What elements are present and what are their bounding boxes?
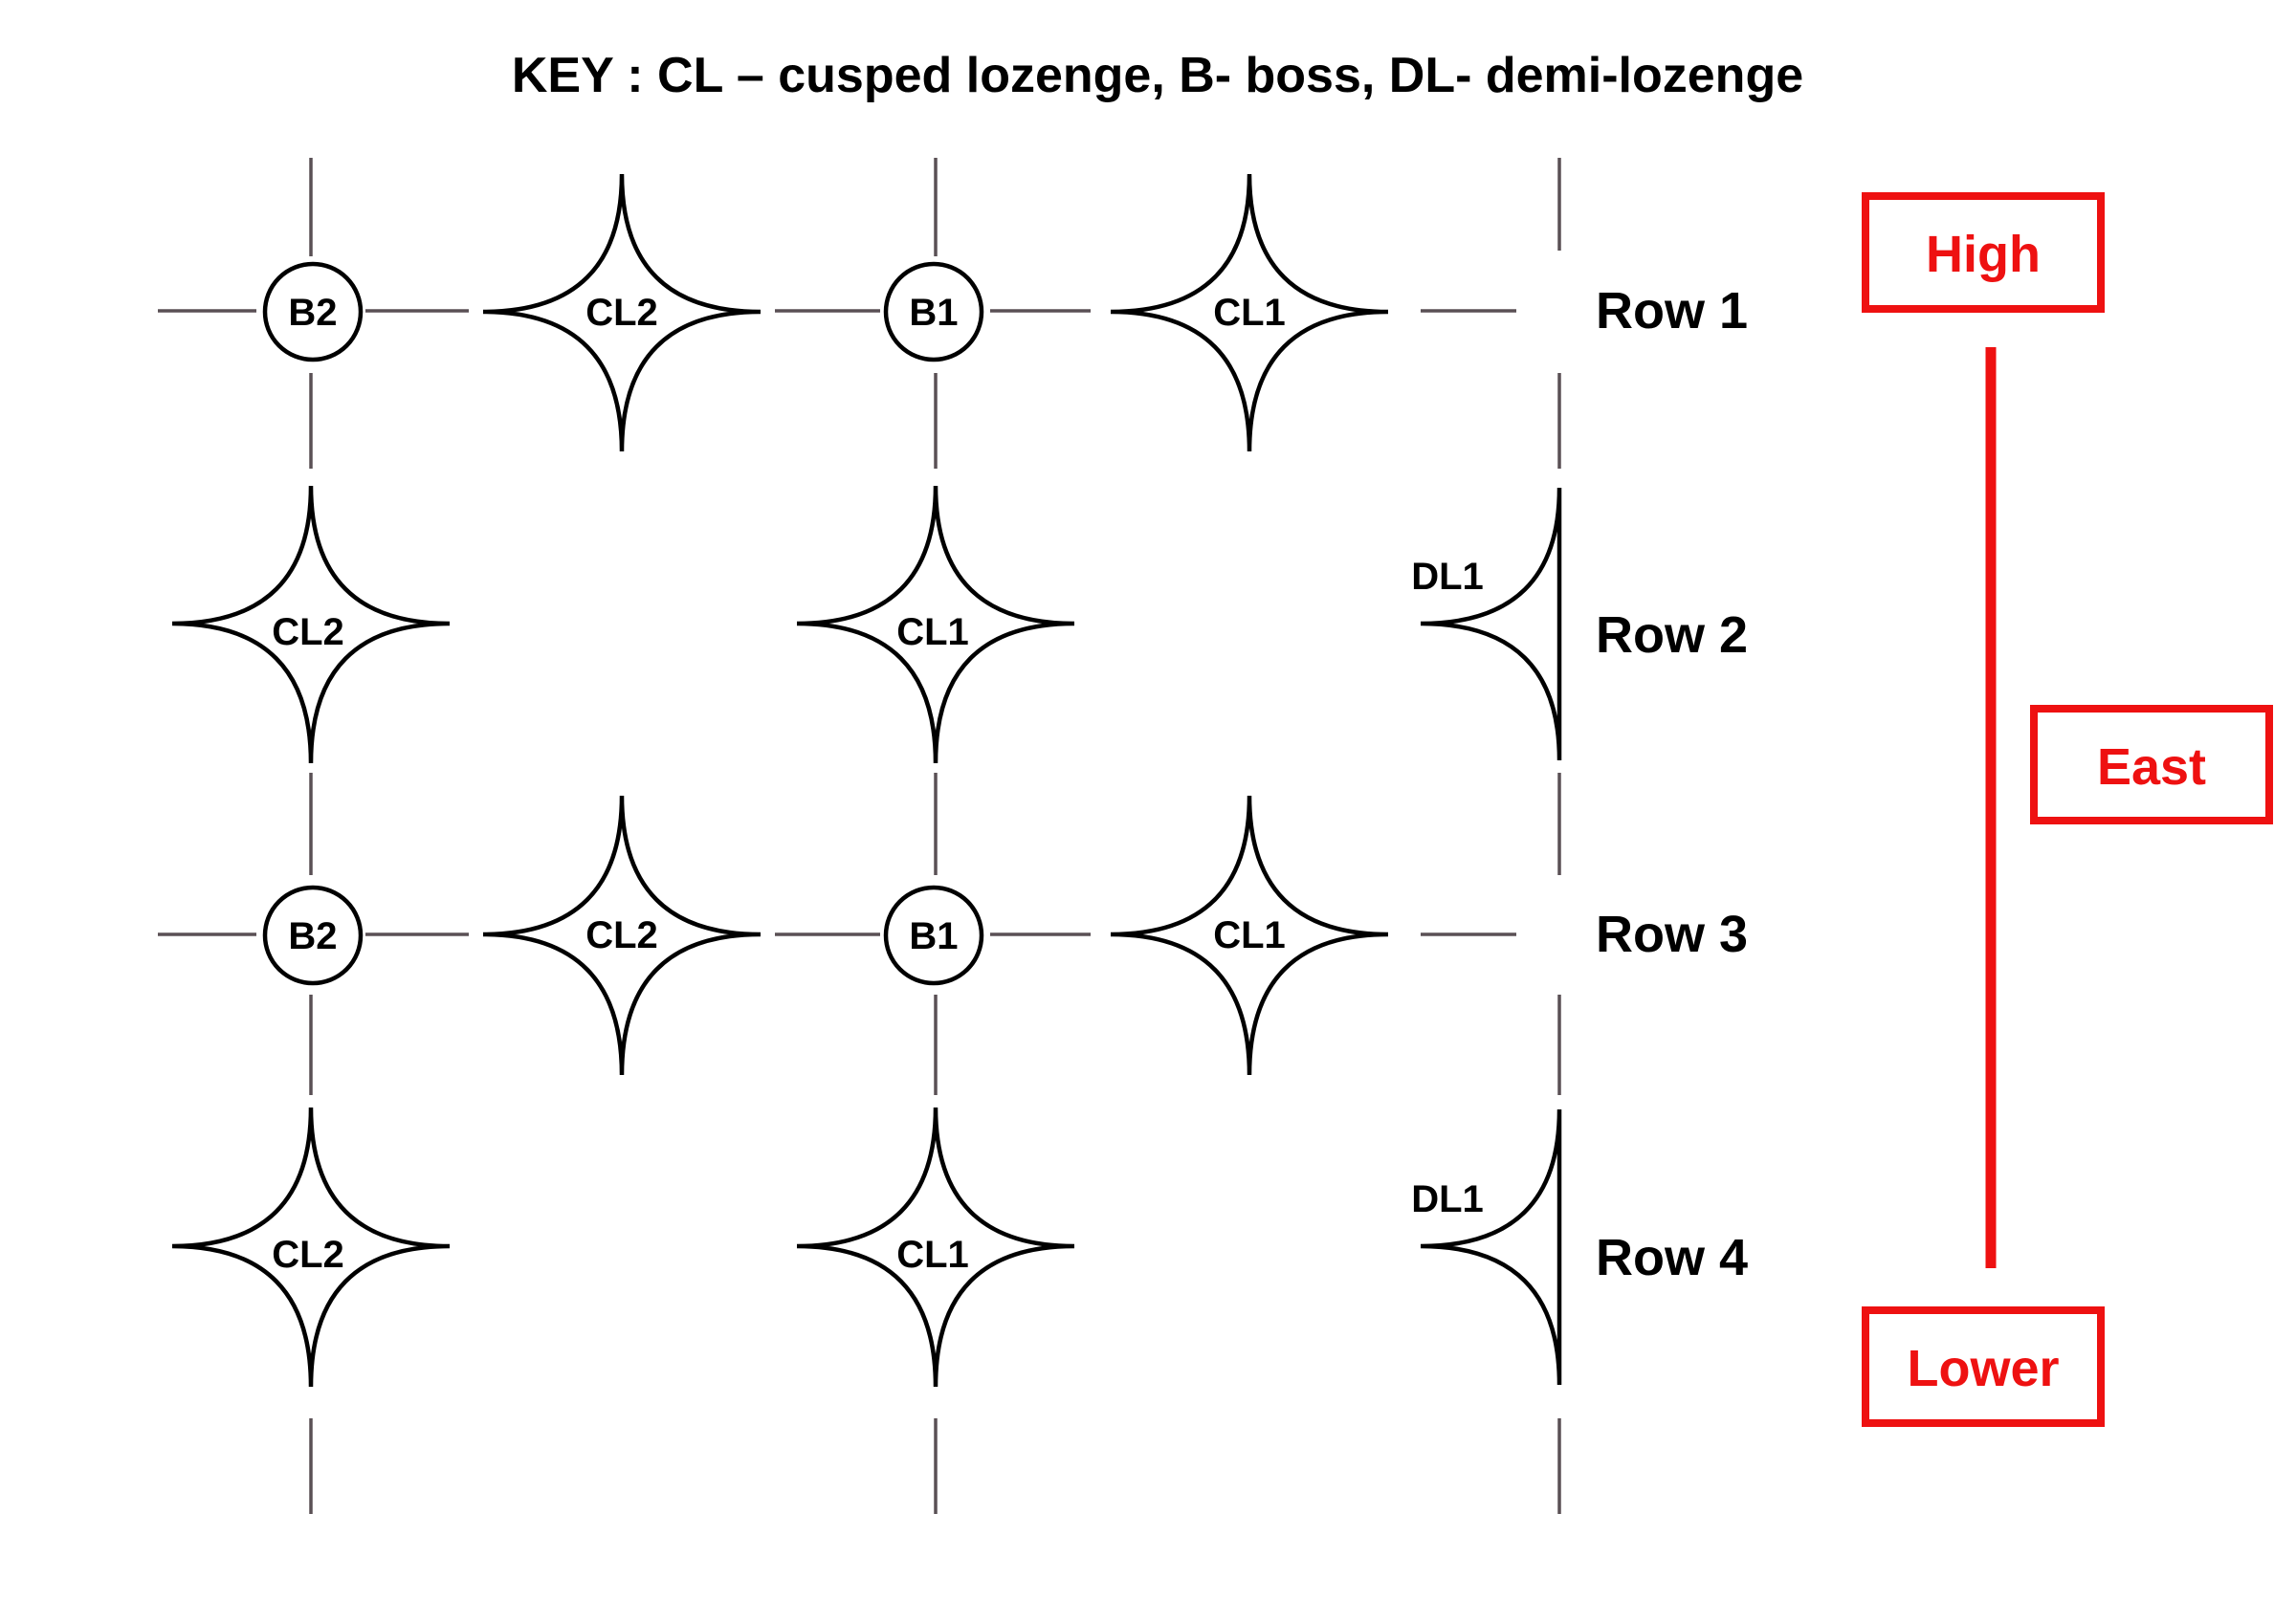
lozenge-label: CL1 [1213,292,1286,334]
boss-b2 [262,885,364,986]
boss-label: B1 [909,292,958,334]
demi-lozenge-label: DL1 [1411,556,1484,598]
boss-label: B2 [288,915,337,957]
lozenge-label: CL2 [272,1234,344,1276]
demi-lozenge-dl1 [1420,487,1562,761]
row-label: Row 1 [1596,282,1748,340]
cusped-lozenge-cl1 [796,1107,1075,1388]
boss-label: B1 [909,915,958,957]
grid-lines [158,158,1561,1514]
lozenge-label: CL2 [585,914,658,956]
demi-lozenge-dl1 [1420,1108,1562,1386]
cusped-lozenge-cl1 [1110,795,1389,1076]
east-box [2030,705,2273,824]
lozenge-label: CL1 [896,1234,969,1276]
cusped-lozenge-cl2 [171,485,451,764]
key-title: KEY : CL – cusped lozenge, B- boss, DL- … [512,48,1803,103]
boss-b2 [262,261,364,362]
boss-b1 [883,261,984,362]
lozenge-label: CL2 [272,611,344,653]
lozenge-label: CL2 [585,292,658,334]
boss-label: B2 [288,292,337,334]
high-box [1862,192,2105,313]
lozenge-label: CL1 [1213,914,1286,956]
row-2: CL2 CL1 DL1 Row 2 [171,485,1748,764]
cusped-lozenge-cl2 [482,795,762,1076]
high-label: High [1926,226,2041,283]
row-label: Row 2 [1596,606,1748,664]
row-label: Row 3 [1596,906,1748,963]
orientation-indicator: High East Lower [1862,192,2273,1427]
lozenge-label: CL1 [896,611,969,653]
east-label: East [2097,738,2206,796]
lower-box [1862,1306,2105,1427]
row-3: B2 CL2 B1 CL1 Row 3 [262,795,1748,1076]
boss-b1 [883,885,984,986]
cusped-lozenge-cl1 [796,485,1075,764]
row-1: B2 CL2 B1 CL1 Row 1 [262,173,1748,452]
row-label: Row 4 [1596,1229,1748,1286]
lower-label: Lower [1907,1340,2059,1397]
cusped-lozenge-cl2 [171,1107,451,1388]
cusped-lozenge-cl1 [1110,173,1389,452]
row-4: CL2 CL1 DL1 Row 4 [171,1107,1748,1388]
cusped-lozenge-cl2 [482,173,762,452]
demi-lozenge-label: DL1 [1411,1178,1484,1220]
